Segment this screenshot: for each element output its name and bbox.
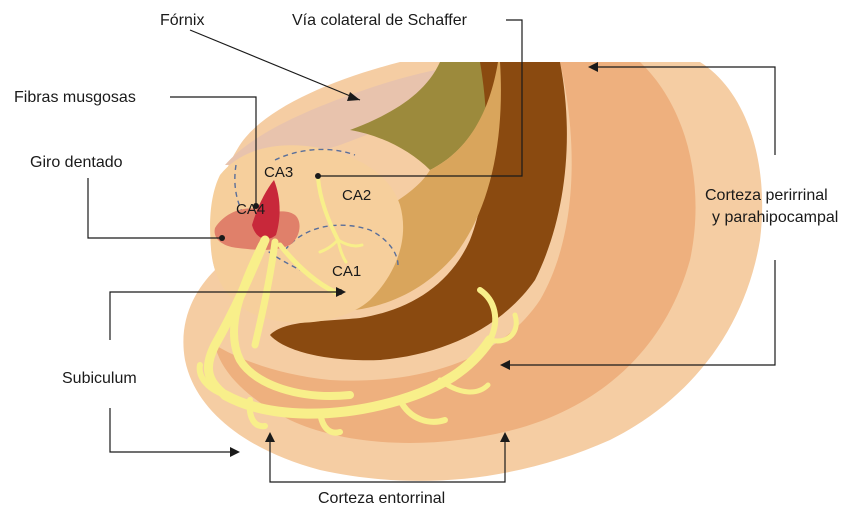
label-fornix: Fórnix [160, 12, 204, 29]
label-perirhinal-2: y parahipocampal [712, 209, 838, 226]
region-ca3: CA3 [264, 164, 293, 181]
region-ca4: CA4 [236, 201, 265, 218]
subiculum-lower-line [110, 408, 232, 452]
fornix-callout-line [190, 30, 360, 100]
label-entorhinal: Corteza entorrinal [318, 490, 445, 507]
label-subiculum: Subiculum [62, 370, 137, 387]
label-perirhinal-1: Corteza perirrinal [705, 187, 828, 204]
label-schaffer: Vía colateral de Schaffer [292, 12, 468, 29]
label-mossy-fibers: Fibras musgosas [14, 89, 136, 106]
region-ca1: CA1 [332, 263, 361, 280]
label-dentate-gyrus: Giro dentado [30, 154, 123, 171]
subiculum-lower-arrowhead [230, 447, 240, 457]
dentate-callout-line [88, 178, 220, 238]
region-ca2: CA2 [342, 187, 371, 204]
